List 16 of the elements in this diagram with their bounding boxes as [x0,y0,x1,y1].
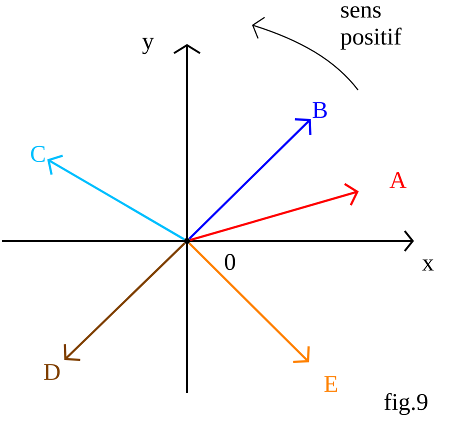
vector-arrow [188,242,310,364]
direction-label: sens positif [340,6,402,50]
vector-label: A [390,172,406,188]
vector-arrow [190,183,359,242]
vector-label: B [312,102,327,118]
figure-label: fig.9 [384,392,428,416]
vector-arrow [47,154,185,240]
vector-label: C [31,146,45,162]
axis-label: x [422,260,434,270]
vector-label: E [324,376,338,392]
vector-arrow [188,118,312,240]
origin-point [184,238,190,244]
vector-label: D [44,364,60,380]
vector-arrow [64,242,186,362]
axis-label: y [142,38,154,54]
origin-label: 0 [224,254,236,270]
